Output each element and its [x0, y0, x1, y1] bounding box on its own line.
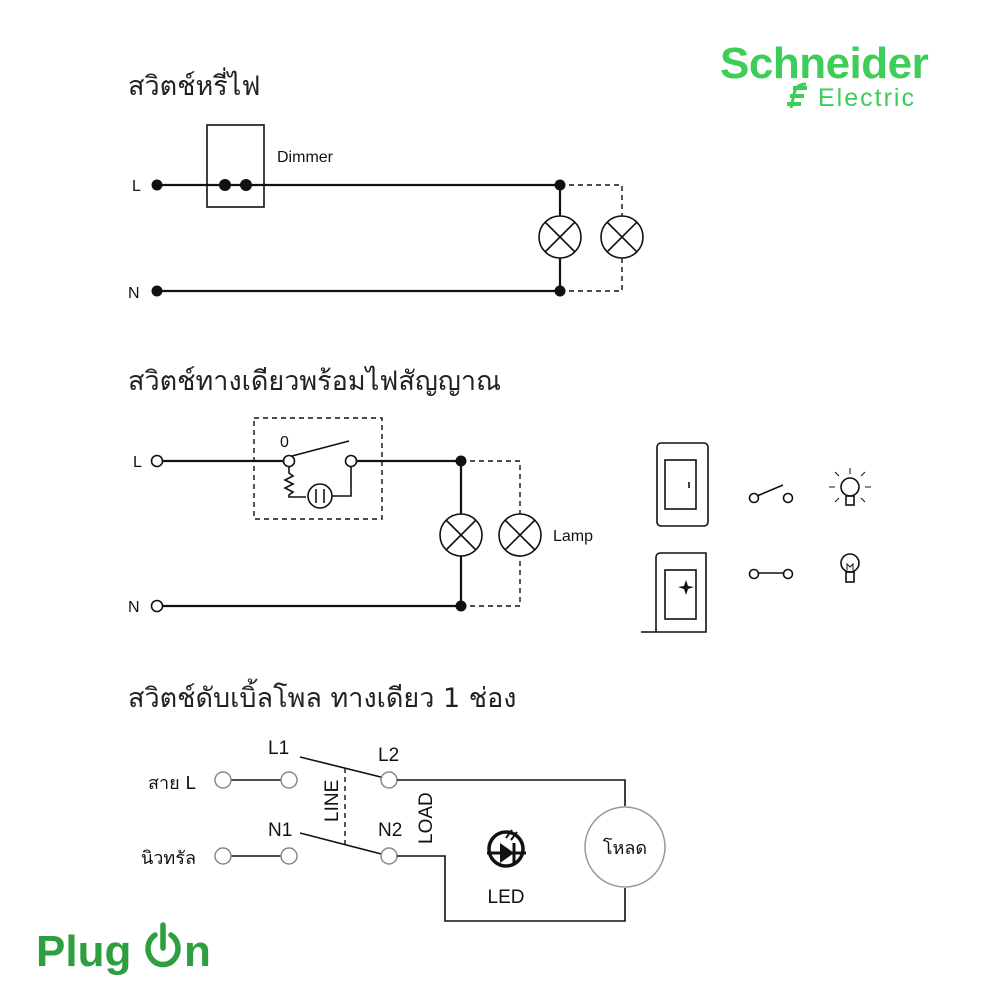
bulb-lit-icon: [829, 468, 871, 506]
lamp-icon: [439, 513, 483, 557]
load-icon: โหลด: [584, 806, 666, 888]
diagram-title: สวิตช์ทางเดียวพร้อมไฟสัญญาณ: [128, 365, 501, 397]
led-label: LED: [488, 887, 525, 908]
dimmer-terminal-in: [219, 179, 231, 191]
load-wire-bottom: [397, 855, 626, 922]
optional-wire-bottom: [560, 258, 623, 292]
plugon-logo: Plug n: [36, 922, 211, 976]
wire-l-label: สาย L: [148, 773, 195, 794]
plugon-text-left: Plug: [36, 927, 131, 976]
terminal-n: [150, 599, 164, 613]
optional-lamp-icon: [498, 513, 542, 557]
load-label: โหลด: [603, 837, 647, 859]
switch-open-icon: [748, 484, 794, 504]
switch-enclosure: [253, 417, 383, 520]
bulb-off-icon: [840, 553, 860, 583]
lamp-icon: [538, 215, 582, 259]
terminal-n1-label: N1: [268, 820, 292, 841]
lifeis-on-icon: [787, 82, 807, 109]
terminal-l-label: L: [132, 178, 141, 195]
brand-subname: Electric: [818, 84, 916, 112]
terminal-n1: [280, 847, 298, 865]
diagram-title: สวิตช์ดับเบิ้ลโพล ทางเดียว 1 ช่อง: [128, 678, 516, 714]
diagram-indicator-switch: สวิตช์ทางเดียวพร้อมไฟสัญญาณ L N 0: [128, 365, 871, 633]
lamp-label: Lamp: [553, 528, 593, 545]
diagram-title: สวิตช์หรี่ไฟ: [128, 67, 261, 102]
terminal-l: [151, 179, 163, 191]
plugon-text-right: n: [184, 927, 211, 976]
legend-switch-on: [641, 552, 707, 633]
terminal-l2-label: L2: [378, 745, 399, 766]
power-icon: [145, 922, 181, 968]
terminal-n2-label: N2: [378, 820, 402, 841]
terminal-l-in: [214, 771, 232, 789]
neon-indicator-icon: [307, 483, 333, 509]
terminal-n: [151, 285, 163, 297]
legend-switch-off: [656, 442, 709, 527]
terminal-l-label: L: [133, 454, 142, 471]
wire-n-label: นิวทรัล: [141, 848, 196, 869]
terminal-l1: [280, 771, 298, 789]
terminal-n-label: N: [128, 599, 140, 616]
terminal-l1-label: L1: [268, 738, 289, 759]
load-side-label: LOAD: [416, 792, 437, 844]
led-icon: [487, 829, 526, 868]
indicator-resistor: [283, 467, 306, 498]
line-side-label: LINE: [322, 780, 343, 822]
switch-closed-icon: [748, 568, 794, 580]
terminal-l2: [380, 771, 398, 789]
load-wire-top: [397, 779, 626, 806]
schneider-logo: Schneider Electric: [720, 39, 929, 112]
dimmer-box: [206, 124, 265, 208]
switch-contact: [282, 440, 358, 468]
diagram-dimmer: สวิตช์หรี่ไฟ L N Dimmer: [128, 67, 644, 302]
dimmer-label: Dimmer: [277, 149, 334, 166]
optional-lamp-icon: [600, 215, 644, 259]
switch-position-label: 0: [280, 434, 289, 451]
terminal-n-label: N: [128, 285, 140, 302]
terminal-n-in: [214, 847, 232, 865]
brand-name: Schneider: [720, 39, 929, 88]
terminal-l: [150, 454, 164, 468]
dimmer-terminal-out: [240, 179, 252, 191]
terminal-n2: [380, 847, 398, 865]
diagram-double-pole: สวิตช์ดับเบิ้ลโพล ทางเดียว 1 ช่อง สาย L …: [128, 678, 666, 922]
optional-wire-top: [560, 184, 623, 216]
